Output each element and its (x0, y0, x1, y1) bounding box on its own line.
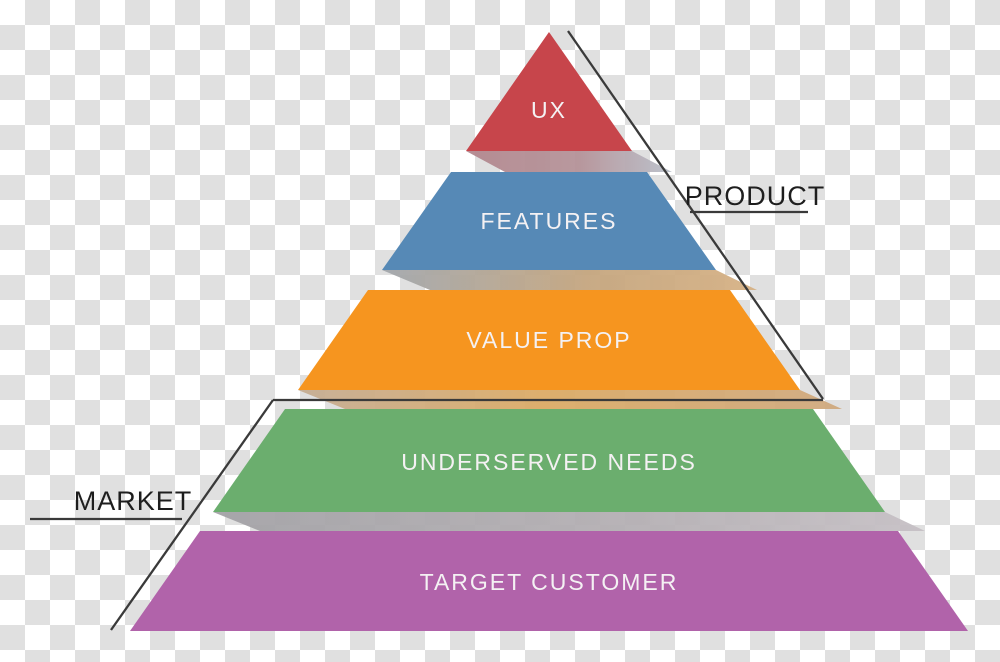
layer-features (382, 172, 716, 270)
layer-label-ux: UX (531, 97, 567, 123)
layer-label-target-customer: TARGET CUSTOMER (420, 569, 679, 595)
reflection-under-underserved-needs (213, 512, 925, 531)
reflection-under-features (382, 270, 757, 290)
layer-label-features: FEATURES (481, 208, 618, 234)
layer-ux (466, 32, 632, 151)
layer-label-underserved-needs: UNDERSERVED NEEDS (401, 449, 697, 475)
reflection-under-ux (466, 151, 672, 172)
layer-label-value-prop: VALUE PROP (466, 327, 631, 353)
layer-value-prop (298, 290, 800, 390)
market-bracket-diagonal-line (110, 399, 274, 631)
layer-underserved-needs (213, 409, 885, 512)
product-label: PRODUCT (685, 181, 826, 211)
market-label: MARKET (74, 486, 193, 516)
layer-target-customer (130, 531, 968, 631)
product-bracket-diagonal-line (567, 30, 824, 400)
